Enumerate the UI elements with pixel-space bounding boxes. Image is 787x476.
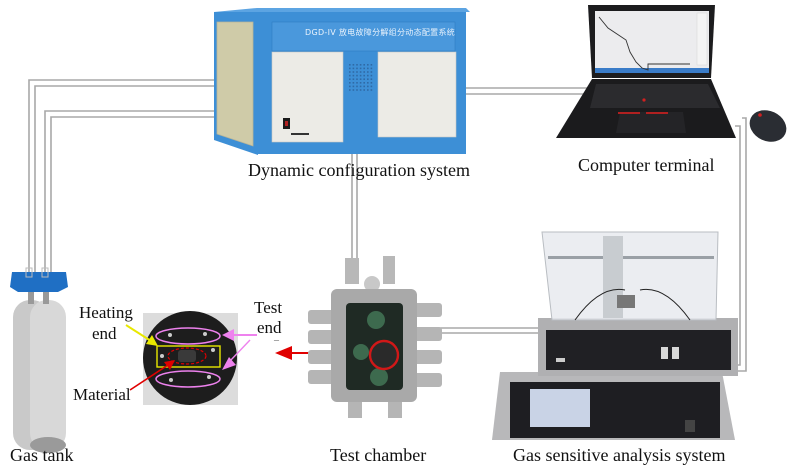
label-computer-terminal: Computer terminal xyxy=(578,155,715,175)
label-material: Material xyxy=(73,385,131,404)
dynamic-configuration-system xyxy=(214,8,470,155)
label-test-chamber: Test chamber xyxy=(330,445,427,465)
config-panel-text: DGD-IV 放电故障分解组分动态配置系统 xyxy=(305,28,456,37)
vent-mesh xyxy=(349,64,373,91)
cable-chamber-to-analysis xyxy=(432,327,540,334)
pipe-line xyxy=(50,116,215,278)
pipe-line xyxy=(44,110,215,278)
pipe-line xyxy=(28,79,215,278)
label-test-end-line2: end xyxy=(257,318,282,337)
label-heating-line2: end xyxy=(92,324,117,343)
laptop xyxy=(556,5,787,142)
material-arrow xyxy=(129,360,175,391)
test-end-arrows xyxy=(222,329,257,370)
label-heating-line1: Heating xyxy=(79,303,133,322)
label-gas-tank: Gas tank xyxy=(10,445,74,465)
test-chamber xyxy=(308,256,442,418)
sensor-closeup xyxy=(143,311,238,405)
screen-curve xyxy=(598,16,690,71)
gas-pipes-left xyxy=(28,79,215,278)
mouse xyxy=(749,110,787,142)
label-test-end-dash: – xyxy=(274,335,279,346)
pipe-line xyxy=(34,85,215,278)
heating-end-arrow xyxy=(125,324,158,346)
pipe-config-to-chamber xyxy=(351,150,358,262)
label-dynamic-configuration-system: Dynamic configuration system xyxy=(248,160,470,180)
label-test-end-line1: Test xyxy=(254,298,283,317)
label-gas-sensitive-analysis-system: Gas sensitive analysis system xyxy=(513,445,726,465)
cable-config-to-computer xyxy=(466,87,590,95)
gas-sensitive-analysis-system xyxy=(492,231,738,440)
gas-tank xyxy=(10,267,68,453)
